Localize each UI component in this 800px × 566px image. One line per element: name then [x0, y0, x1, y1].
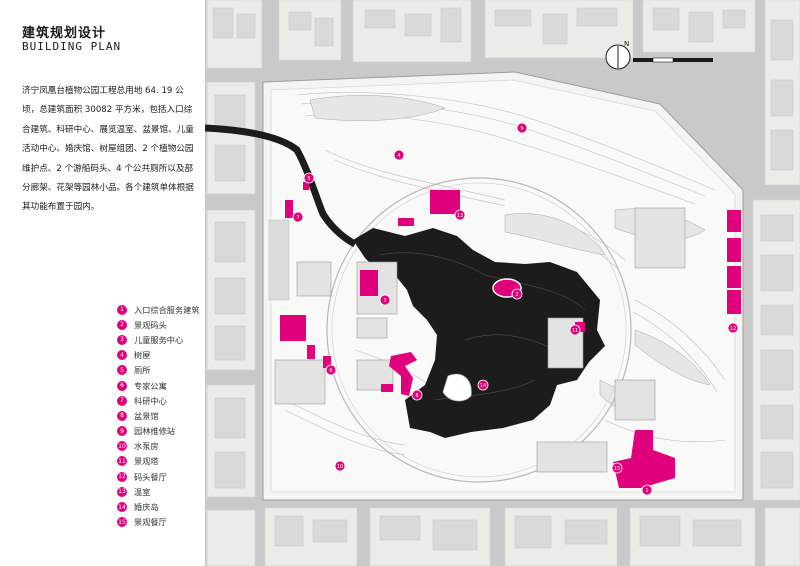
legend-item: 13 温室: [117, 484, 200, 499]
map-marker-number: 15: [614, 466, 620, 472]
legend-label: 儿童服务中心: [134, 334, 184, 345]
map-marker-number: 6: [329, 368, 332, 374]
legend-number-badge: 4: [117, 350, 127, 361]
legend-item: 1 入口综合服务建筑: [117, 302, 200, 317]
legend-label: 景观餐厅: [134, 517, 167, 528]
legend: 1 入口综合服务建筑 2 景观码头 3 儿童服务中心 4 树屋 5 厕所 6 专家公寓 7 科研中心 8 盆景…: [117, 302, 200, 530]
map-marker-number: 4: [397, 153, 400, 159]
map-marker-11: 11: [569, 324, 581, 336]
legend-label: 盆景馆: [134, 410, 159, 421]
legend-label: 景观塔: [134, 456, 159, 467]
map-marker-number: 7: [296, 215, 299, 221]
lake-contours: [379, 252, 586, 401]
map-marker-1: 1: [641, 484, 653, 496]
project-description: 济宁凤凰台植物公园工程总用地 64. 19 公顷，总建筑面积 30082 平方米…: [22, 86, 194, 213]
map-marker-3: 3: [379, 294, 391, 306]
map-marker-14: 14: [477, 379, 489, 391]
map-marker-10: 10: [334, 460, 346, 472]
legend-label: 科研中心: [134, 395, 167, 406]
legend-label: 温室: [134, 486, 151, 497]
map-marker-number: 10: [337, 464, 343, 470]
north-arrow: N: [605, 40, 631, 70]
legend-item: 5 厕所: [117, 363, 200, 378]
legend-number-badge: 1: [117, 304, 127, 315]
city-building-footprints: [212, 7, 794, 551]
legend-label: 园林维修站: [134, 426, 175, 437]
map-marker-number: 13: [457, 213, 463, 219]
site-plan: 1 2 3 4 5 6 7 8 9 10 11 12 13 14 15 N: [205, 0, 800, 566]
map-marker-13: 13: [454, 209, 466, 221]
map-marker-number: 11: [572, 328, 578, 334]
legend-number-badge: 7: [117, 395, 127, 406]
legend-item: 11 景观塔: [117, 454, 200, 469]
featured-buildings: [280, 182, 741, 488]
map-marker-number: 14: [480, 383, 486, 389]
legend-item: 14 婚庆岛: [117, 499, 200, 514]
legend-number-badge: 13: [117, 486, 127, 497]
map-marker-number: 8: [415, 393, 418, 399]
map-markers: 1 2 3 4 5 6 7 8 9 10 11 12 13 14 15: [292, 122, 739, 496]
legend-item: 15 景观餐厅: [117, 515, 200, 530]
north-label: N: [624, 40, 629, 48]
legend-item: 6 专家公寓: [117, 378, 200, 393]
map-marker-12: 12: [727, 322, 739, 334]
legend-label: 树屋: [134, 350, 151, 361]
legend-number-badge: 15: [117, 517, 127, 528]
legend-item: 7 科研中心: [117, 393, 200, 408]
legend-item: 2 景观码头: [117, 317, 200, 332]
legend-number-badge: 3: [117, 334, 127, 345]
map-marker-5: 5: [303, 172, 315, 184]
legend-number-badge: 5: [117, 365, 127, 376]
legend-item: 10 水泵房: [117, 439, 200, 454]
map-marker-9: 9: [516, 122, 528, 134]
legend-item: 9 园林维修站: [117, 424, 200, 439]
wedding-island: [442, 373, 472, 402]
legend-label: 入口综合服务建筑: [134, 304, 200, 315]
legend-label: 景观码头: [134, 319, 167, 330]
page-subtitle: BUILDING PLAN: [22, 40, 122, 53]
map-marker-number: 5: [307, 176, 310, 182]
legend-number-badge: 14: [117, 502, 127, 513]
map-marker-8: 8: [411, 389, 423, 401]
legend-number-badge: 6: [117, 380, 127, 391]
legend-number-badge: 8: [117, 410, 127, 421]
legend-number-badge: 12: [117, 471, 127, 482]
legend-item: 8 盆景馆: [117, 408, 200, 423]
map-marker-number: 2: [515, 292, 518, 298]
legend-number-badge: 11: [117, 456, 127, 467]
legend-item: 3 儿童服务中心: [117, 332, 200, 347]
legend-item: 12 码头餐厅: [117, 469, 200, 484]
west-gate-structure: [268, 219, 290, 301]
legend-label: 码头餐厅: [134, 471, 167, 482]
map-marker-6: 6: [325, 364, 337, 376]
legend-number-badge: 9: [117, 426, 127, 437]
legend-label: 婚庆岛: [134, 502, 159, 513]
legend-number-badge: 10: [117, 441, 127, 452]
map-marker-7: 7: [292, 211, 304, 223]
legend-label: 水泵房: [134, 441, 159, 452]
legend-item: 4 树屋: [117, 348, 200, 363]
scale-bar: [633, 57, 713, 63]
page-title: 建筑规划设计: [22, 26, 107, 41]
central-ring-path: [326, 177, 632, 483]
legend-label: 厕所: [134, 365, 151, 376]
map-marker-number: 12: [730, 326, 736, 332]
map-marker-number: 9: [520, 126, 523, 132]
map-marker-15: 15: [611, 462, 623, 474]
map-marker-2: 2: [511, 288, 523, 300]
central-ring-inner: [331, 182, 627, 478]
legend-label: 专家公寓: [134, 380, 167, 391]
central-lake: [353, 228, 605, 438]
map-marker-4: 4: [393, 149, 405, 161]
map-marker-number: 3: [383, 298, 386, 304]
map-marker-number: 1: [645, 488, 648, 494]
legend-number-badge: 2: [117, 319, 127, 330]
